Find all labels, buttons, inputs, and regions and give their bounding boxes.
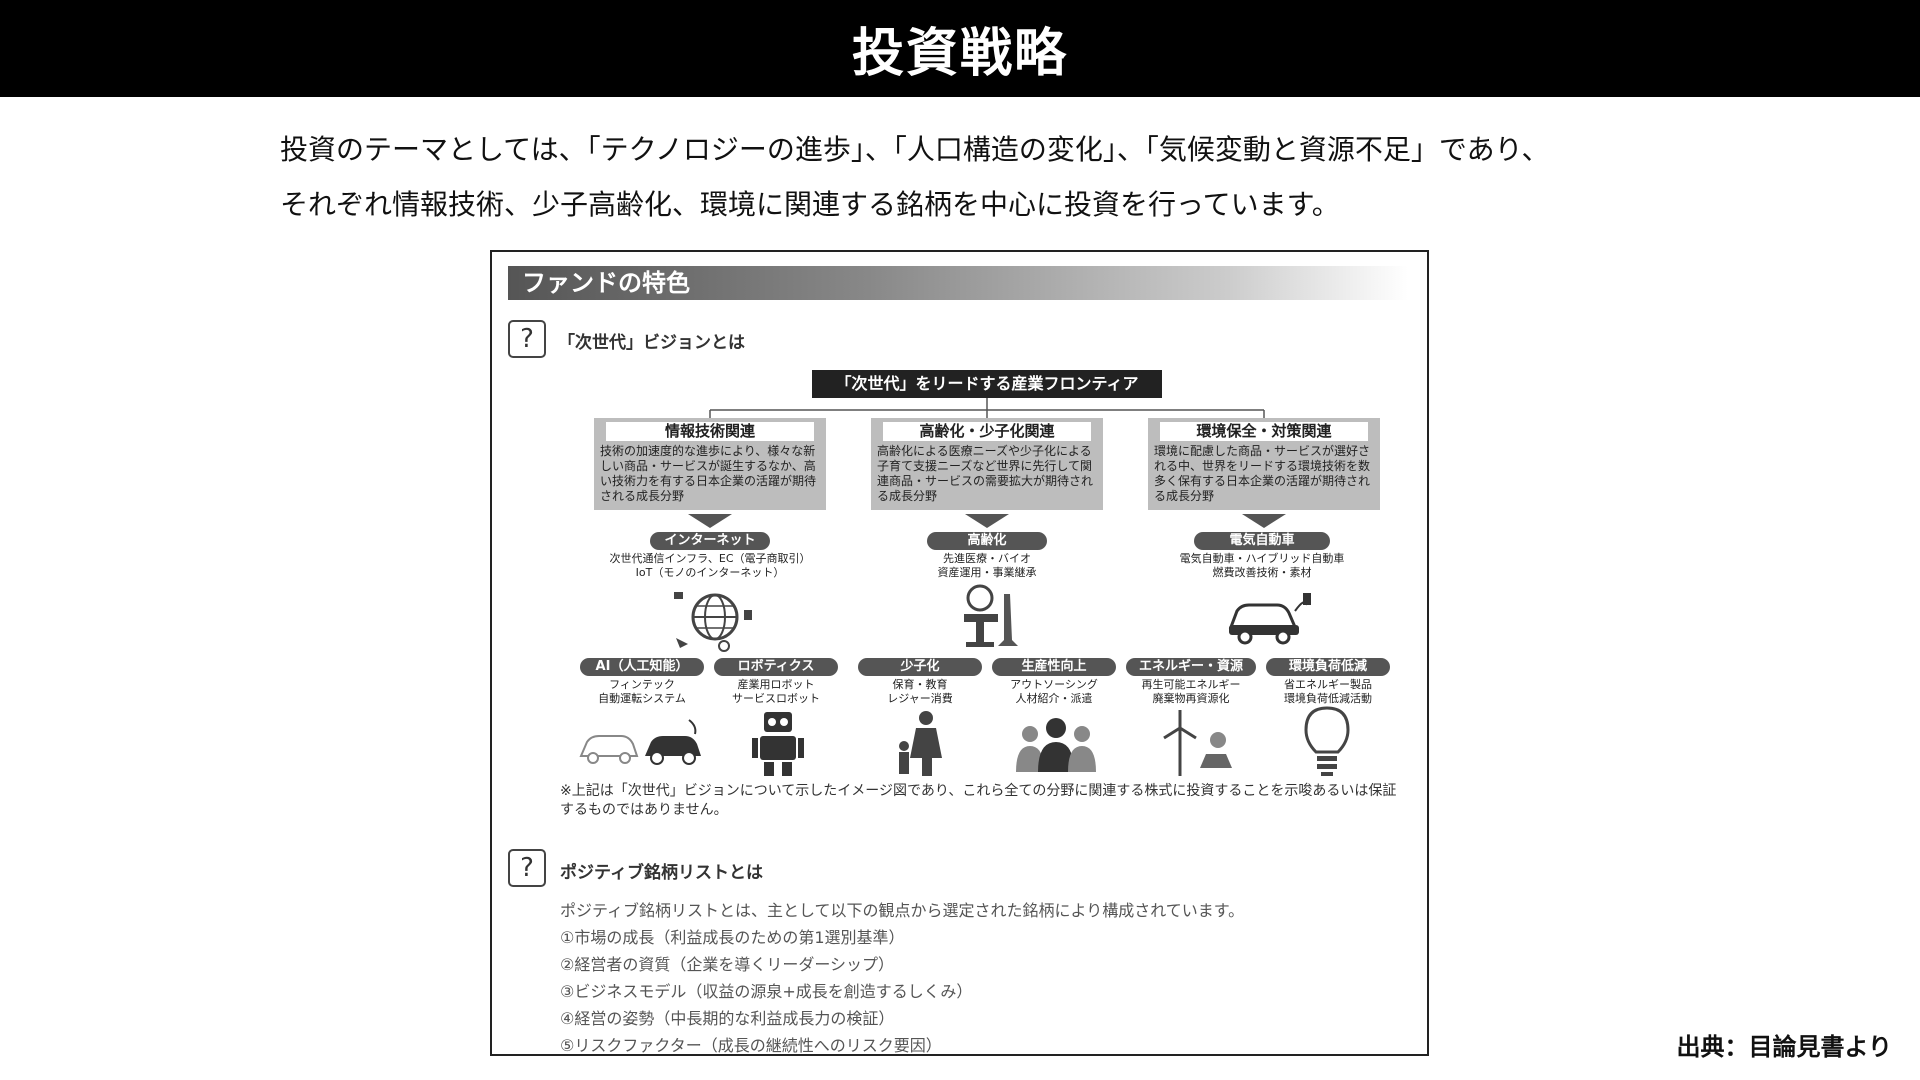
category-aging: 高齢化・少子化関連 高齢化による医療ニーズや少子化による子育て支援ニーズなど世界… — [871, 418, 1103, 510]
theme-env-load: 環境負荷低減 — [1266, 658, 1390, 676]
category-title: 環境保全・対策関連 — [1160, 422, 1368, 441]
theme-sub: 資産運用・事業継承 — [937, 566, 1037, 579]
category-desc: 環境に配慮した商品・サービスが選好される中、世界をリードする環境技術を数多く保有… — [1154, 444, 1371, 503]
list-item: ③ビジネスモデル（収益の源泉+成長を創造するしくみ） — [560, 982, 973, 1001]
question-icon: ? — [508, 849, 546, 887]
intro-text: 投資のテーマとしては、「テクノロジーの進歩」、「人口構造の変化」、「気候変動と資… — [280, 122, 1800, 232]
category-environment: 環境保全・対策関連 環境に配慮した商品・サービスが選好される中、世界をリードする… — [1148, 418, 1380, 510]
theme-sub: レジャー消費 — [887, 692, 953, 705]
theme-sub: IoT（モノのインターネット） — [635, 566, 785, 579]
category-it: 情報技術関連 技術の加速度的な進歩により、様々な新しい商品・サービスが誕生するな… — [594, 418, 826, 510]
list-item: ⑤リスクファクター（成長の継続性へのリスク要因） — [560, 1036, 942, 1055]
family-icon — [899, 711, 942, 776]
theme-energy: エネルギー・資源 — [1126, 658, 1256, 676]
intro-line-2: それぞれ情報技術、少子高齢化、環境に関連する銘柄を中心に投資を行っています。 — [280, 188, 1340, 221]
theme-birthrate: 少子化 — [858, 658, 982, 676]
arrow-down-icon — [1242, 514, 1286, 528]
list-intro: ポジティブ銘柄リストとは、主として以下の観点から選定された銘柄により構成されてい… — [560, 901, 1245, 920]
theme-internet: インターネット — [650, 532, 770, 550]
robot-icon — [752, 712, 804, 776]
people-icon — [1016, 718, 1096, 772]
theme-env-load-desc: 省エネルギー製品 環境負荷低減活動 — [1248, 678, 1408, 706]
theme-robotics-desc: 産業用ロボット サービスロボット — [696, 678, 856, 706]
theme-productivity-desc: アウトソーシング 人材紹介・派遣 — [974, 678, 1134, 706]
electric-car-icon — [1228, 593, 1311, 645]
theme-sub: 省エネルギー製品 — [1284, 678, 1372, 691]
wind-solar-icon — [1163, 710, 1232, 776]
theme-sub: アウトソーシング — [1010, 678, 1098, 691]
theme-sub: 環境負荷低減活動 — [1284, 692, 1372, 705]
theme-ev-desc: 電気自動車・ハイブリッド自動車 燃費改善技術・素材 — [1152, 552, 1372, 580]
theme-sub: 燃費改善技術・素材 — [1212, 566, 1312, 579]
q1-label: 「次世代」ビジョンとは — [558, 333, 745, 353]
list-item: ④経営の姿勢（中長期的な利益成長力の検証） — [560, 1009, 895, 1028]
intro-line-1: 投資のテーマとしては、「テクノロジーの進歩」、「人口構造の変化」、「気候変動と資… — [280, 133, 1550, 166]
list-item: ①市場の成長（利益成長のための第1選別基準） — [560, 928, 905, 947]
medical-icon — [964, 584, 1018, 647]
globe-icon — [674, 592, 752, 652]
fund-features-image: ファンドの特色 ? 「次世代」ビジョンとは 「次世代」をリードする産業フロンティ… — [490, 250, 1429, 1056]
theme-energy-desc: 再生可能エネルギー 廃棄物再資源化 — [1111, 678, 1271, 706]
theme-ai: AI（人工知能） — [580, 658, 704, 676]
theme-sub: 人材紹介・派遣 — [1015, 692, 1093, 705]
theme-sub: 次世代通信インフラ、EC（電子商取引） — [609, 552, 811, 565]
category-title: 情報技術関連 — [606, 422, 814, 441]
theme-sub: 自動運転システム — [598, 692, 686, 705]
criteria-list: ①市場の成長（利益成長のための第1選別基準） ②経営者の資質（企業を導くリーダー… — [560, 924, 973, 1055]
theme-sub: 電気自動車・ハイブリッド自動車 — [1179, 552, 1345, 565]
theme-sub: 廃棄物再資源化 — [1152, 692, 1230, 705]
theme-sub: 再生可能エネルギー — [1141, 678, 1241, 691]
theme-ai-desc: フィンテック 自動運転システム — [562, 678, 722, 706]
arrow-down-icon — [965, 514, 1009, 528]
category-title: 高齢化・少子化関連 — [883, 422, 1091, 441]
theme-sub: フィンテック — [609, 678, 675, 691]
theme-sub: 産業用ロボット — [737, 678, 815, 691]
theme-productivity: 生産性向上 — [992, 658, 1116, 676]
theme-sub: サービスロボット — [732, 692, 820, 705]
theme-aging: 高齢化 — [927, 532, 1047, 550]
question-icon: ? — [508, 320, 546, 358]
category-desc: 技術の加速度的な進歩により、様々な新しい商品・サービスが誕生するなか、高い技術力… — [600, 444, 817, 503]
category-desc: 高齢化による医療ニーズや少子化による子育て支援ニーズなど世界に先行して関連商品・… — [877, 444, 1094, 503]
theme-robotics: ロボティクス — [714, 658, 838, 676]
theme-aging-desc: 先進医療・バイオ 資産運用・事業継承 — [877, 552, 1097, 580]
theme-birthrate-desc: 保育・教育 レジャー消費 — [840, 678, 1000, 706]
theme-ev: 電気自動車 — [1194, 532, 1330, 550]
connector-lines — [709, 398, 1265, 418]
theme-sub: 先進医療・バイオ — [943, 552, 1031, 565]
theme-internet-desc: 次世代通信インフラ、EC（電子商取引） IoT（モノのインターネット） — [600, 552, 820, 580]
lightbulb-icon — [1304, 706, 1350, 776]
cars-icon — [579, 719, 701, 765]
slide-title: 投資戦略 — [0, 0, 1920, 97]
source-citation: 出典：目論見書より — [1676, 1033, 1892, 1061]
disclaimer-note: ※上記は「次世代」ビジョンについて示したイメージ図であり、これら全ての分野に関連… — [560, 783, 1397, 818]
q2-label: ポジティブ銘柄リストとは — [560, 863, 763, 883]
theme-sub: 保育・教育 — [892, 678, 948, 691]
arrow-down-icon — [688, 514, 732, 528]
list-item: ②経営者の資質（企業を導くリーダーシップ） — [560, 955, 895, 974]
doc-header: ファンドの特色 — [508, 266, 1408, 300]
frontier-banner: 「次世代」をリードする産業フロンティア — [812, 370, 1162, 398]
